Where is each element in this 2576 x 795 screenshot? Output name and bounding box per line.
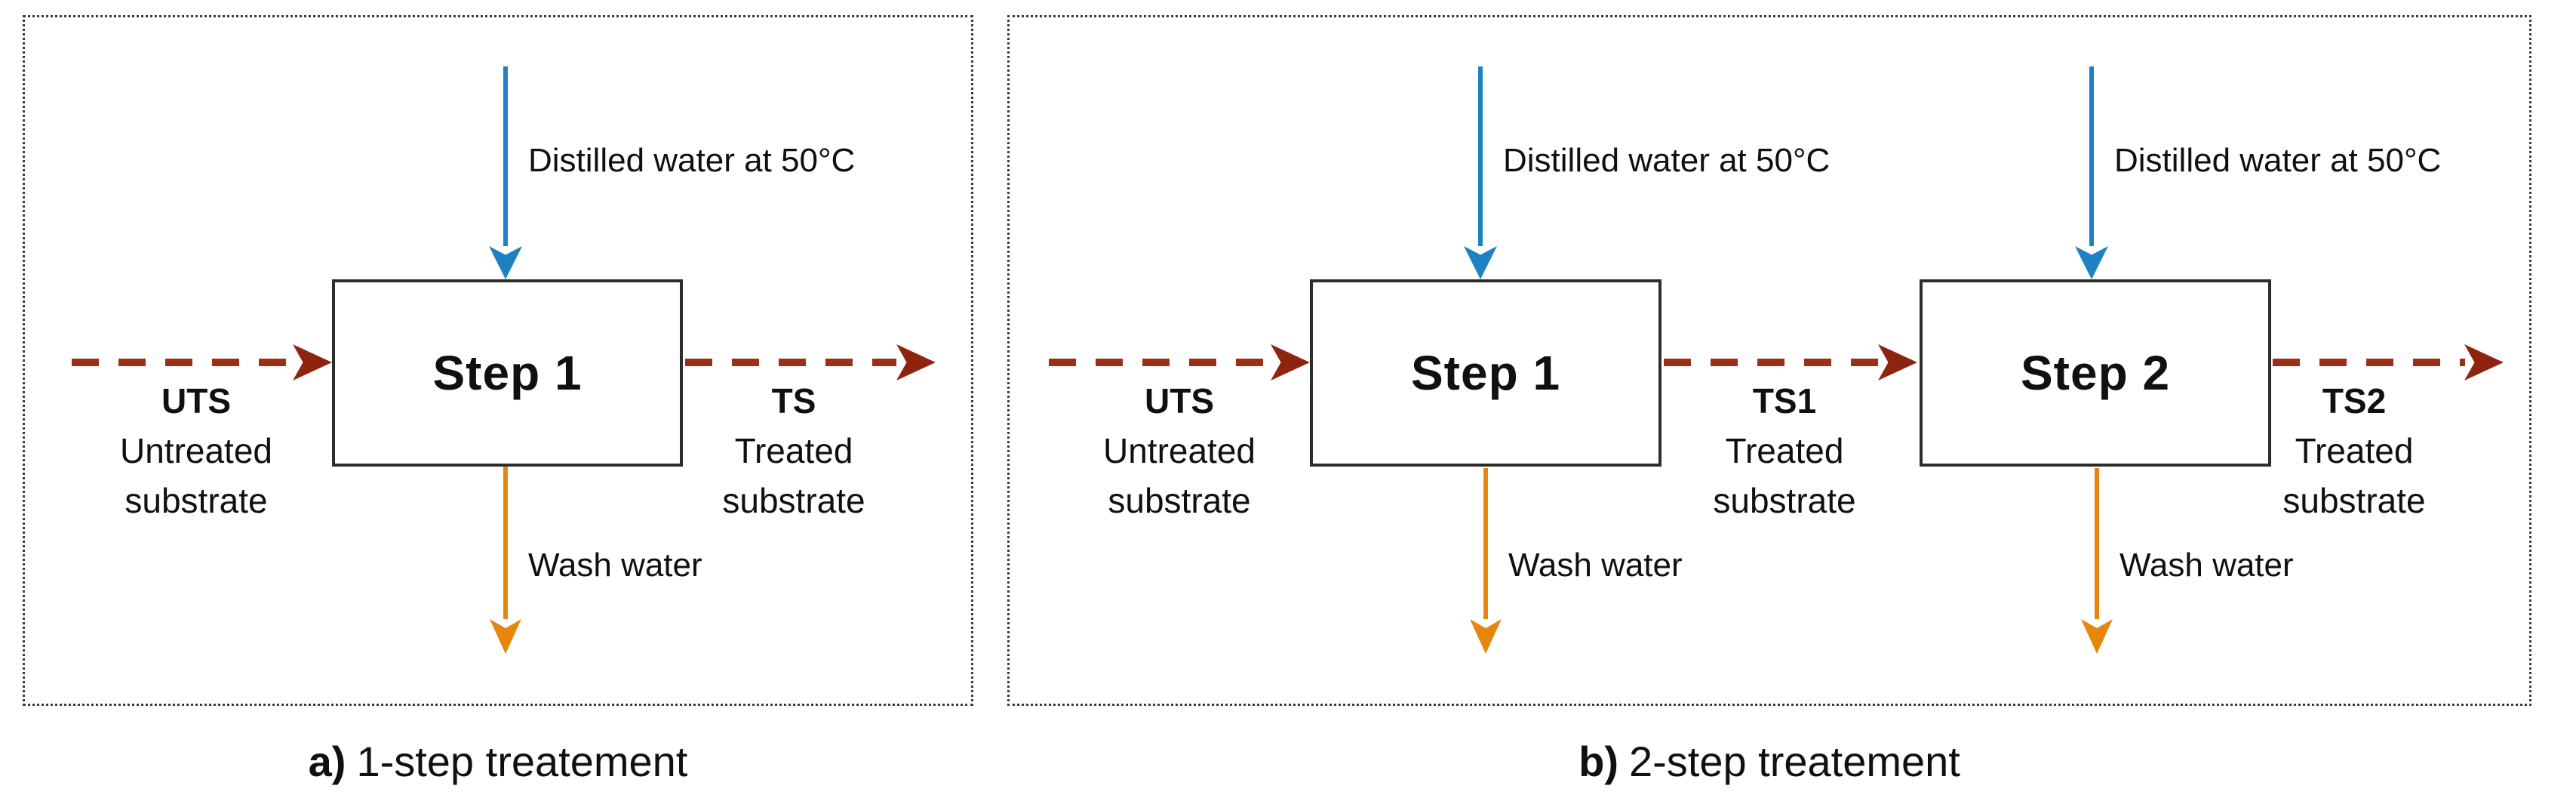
b-step2-water-in-arrow-shaft	[2089, 66, 2094, 246]
a-water-in-label: Distilled water at 50°C	[528, 142, 856, 179]
b-output-line2: substrate	[2282, 481, 2426, 520]
a-input-stream-label: UTS Untreated substrate	[64, 376, 328, 525]
b-step1-water-in-arrow-shaft	[1478, 66, 1483, 246]
a-input-line1: Untreated	[119, 431, 272, 470]
b-input-stream-label: UTS Untreated substrate	[1047, 376, 1311, 525]
b-substrate-out-arrow-shaft	[2273, 359, 2465, 366]
panel-a-caption: a)1-step treatement	[23, 737, 973, 786]
b-step1-water-out-label: Wash water	[1508, 547, 1683, 584]
panel-a-frame	[23, 15, 973, 706]
b-output-line1: Treated	[2295, 431, 2414, 470]
a-water-out-arrow-shaft	[503, 467, 508, 619]
b-mid-line1: Treated	[1725, 431, 1844, 470]
b-step1-water-out-arrow-shaft	[1483, 468, 1488, 619]
a-output-code: TS	[771, 381, 816, 421]
b-step2-water-out-label: Wash water	[2120, 547, 2294, 584]
a-substrate-out-arrow-shaft	[685, 359, 896, 366]
panel-b-caption-text: 2-step treatement	[1628, 738, 1960, 785]
b-mid-line2: substrate	[1713, 481, 1856, 520]
a-input-code: UTS	[161, 381, 231, 421]
a-input-line2: substrate	[124, 481, 268, 520]
b-step1-water-in-label: Distilled water at 50°C	[1503, 142, 1831, 179]
panel-b-caption-prefix: b)	[1578, 738, 1618, 785]
b-step2-water-in-label: Distilled water at 50°C	[2114, 142, 2442, 179]
b-mid-code: TS1	[1752, 381, 1817, 421]
b-substrate-mid-arrow-shaft	[1664, 359, 1879, 366]
b-input-line1: Untreated	[1102, 431, 1256, 470]
b-output-code: TS2	[2322, 381, 2387, 421]
b-step2-water-out-arrow-shaft	[2095, 468, 2099, 619]
b-substrate-in-arrow-shaft	[1049, 359, 1271, 366]
a-water-in-arrow-shaft	[503, 66, 508, 246]
a-output-stream-label: TS Treated substrate	[662, 376, 926, 525]
a-step1-box: Step 1	[332, 279, 683, 467]
b-mid-stream-label: TS1 Treated substrate	[1652, 376, 1917, 525]
panel-b-frame	[1007, 15, 2531, 706]
a-output-line1: Treated	[734, 431, 853, 470]
panel-a-caption-text: 1-step treatement	[356, 738, 688, 785]
panel-b-caption: b)2-step treatement	[1007, 737, 2531, 786]
b-output-stream-label: TS2 Treated substrate	[2222, 376, 2486, 525]
b-input-code: UTS	[1145, 381, 1214, 421]
b-input-line2: substrate	[1108, 481, 1251, 520]
a-output-line2: substrate	[722, 481, 865, 520]
b-step1-box: Step 1	[1310, 279, 1661, 467]
panel-a-caption-prefix: a)	[308, 738, 346, 785]
a-substrate-in-arrow-shaft	[72, 359, 294, 366]
a-water-out-label: Wash water	[528, 547, 702, 584]
b-step2-box: Step 2	[1920, 279, 2271, 467]
